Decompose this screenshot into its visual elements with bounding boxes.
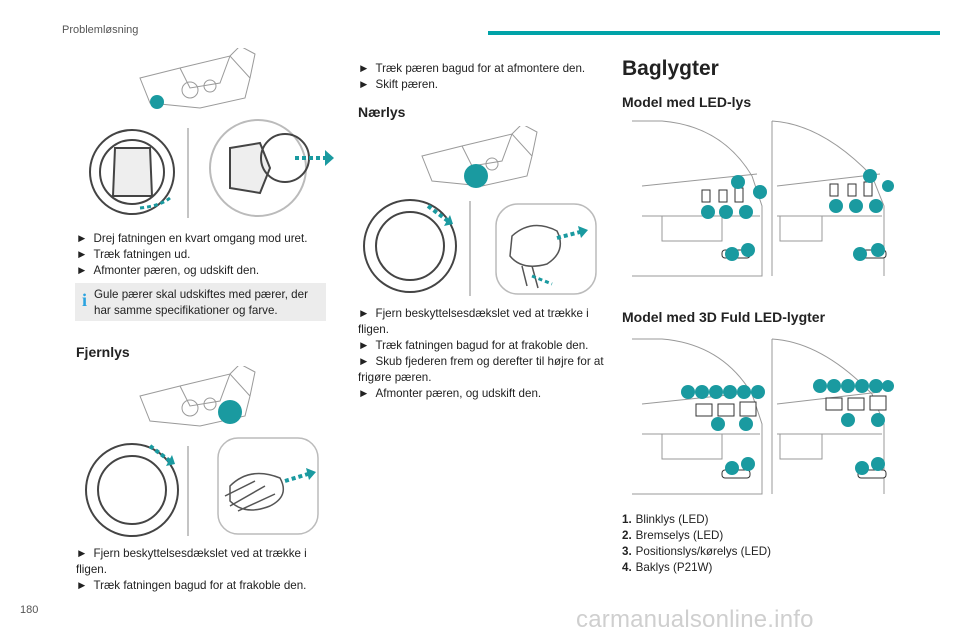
step-list-b: ►Fjern beskyttelsesdækslet ved at trække… [76, 546, 332, 594]
step-item: ►Skub fjederen frem og derefter til højr… [358, 355, 604, 384]
figure-naerlys [362, 126, 618, 298]
info-icon: i [82, 290, 88, 310]
legend-item: 3.Positionslys/kørelys (LED) [622, 545, 771, 558]
watermark: carmanualsonline.info [576, 606, 814, 633]
callout-markers [701, 169, 894, 261]
arrow-bullet-icon: ► [76, 547, 88, 560]
arrow-bullet-icon: ► [358, 62, 370, 75]
full-led-model-heading: Model med 3D Fuld LED-lygter [622, 309, 826, 325]
step-list-d: ►Fjern beskyttelsesdækslet ved at trække… [358, 306, 616, 402]
arrow-bullet-icon: ► [358, 387, 370, 400]
step-item: ►Fjern beskyttelsesdækslet ved at trække… [76, 547, 307, 576]
legend-item: 1.Blinklys (LED) [622, 513, 709, 526]
header-accent-bar [488, 31, 940, 35]
figure-socket-rotate [80, 48, 336, 220]
step-item: ►Fjern beskyttelsesdækslet ved at trække… [358, 307, 589, 336]
callout-markers [681, 379, 894, 475]
section-title: Problemløsning [62, 24, 139, 36]
fjernlys-heading: Fjernlys [76, 344, 130, 360]
figure-3d-full-led-rear-lights [622, 334, 894, 500]
step-item: ►Drej fatningen en kvart omgang mod uret… [76, 232, 308, 245]
arrow-bullet-icon: ► [358, 339, 370, 352]
bulb-location-marker [464, 164, 488, 188]
step-item: ►Afmonter pæren, og udskift den. [76, 264, 260, 277]
note-text: Gule pærer skal udskiftes med pærer, der… [94, 288, 308, 317]
step-list-c: ►Træk pæren bagud for at afmontere den. … [358, 61, 614, 93]
step-item: ►Træk fatningen ud. [76, 248, 191, 261]
step-list-a: ►Drej fatningen en kvart omgang mod uret… [76, 231, 332, 279]
naerlys-heading: Nærlys [358, 104, 406, 120]
step-item: ►Træk fatningen bagud for at frakoble de… [358, 339, 589, 352]
bulb-location-marker [218, 400, 242, 424]
arrow-bullet-icon: ► [358, 307, 370, 320]
bulb-location-marker [150, 95, 164, 109]
figure-led-rear-lights [622, 116, 894, 282]
step-item: ►Træk fatningen bagud for at frakoble de… [76, 579, 307, 592]
arrow-bullet-icon: ► [76, 579, 88, 592]
arrow-bullet-icon: ► [358, 355, 370, 368]
step-item: ►Skift pæren. [358, 78, 438, 91]
led-model-heading: Model med LED-lys [622, 94, 752, 110]
step-item: ►Afmonter pæren, og udskift den. [358, 387, 542, 400]
note-box [75, 283, 326, 321]
legend-list: 1.Blinklys (LED) 2.Bremselys (LED) 3.Pos… [622, 512, 892, 576]
legend-item: 2.Bremselys (LED) [622, 529, 724, 542]
arrow-bullet-icon: ► [358, 78, 370, 91]
arrow-bullet-icon: ► [76, 232, 88, 245]
page-number: 180 [20, 604, 39, 616]
figure-fjernlys [80, 366, 336, 538]
baglygter-title: Baglygter [622, 57, 719, 80]
arrow-bullet-icon: ► [76, 264, 88, 277]
arrow-bullet-icon: ► [76, 248, 88, 261]
legend-item: 4.Baklys (P21W) [622, 561, 713, 574]
step-item: ►Træk pæren bagud for at afmontere den. [358, 62, 586, 75]
